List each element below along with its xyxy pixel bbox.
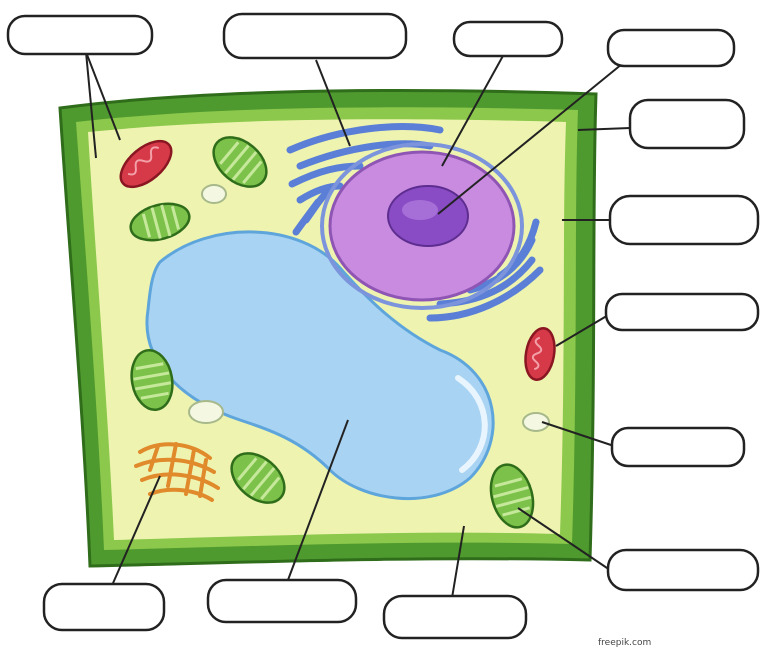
label-box-2[interactable]: [224, 14, 406, 58]
vesicle-2: [189, 401, 223, 423]
label-box-12[interactable]: [384, 596, 526, 638]
label-box-3[interactable]: [454, 22, 562, 56]
nucleolus-highlight: [402, 200, 438, 220]
vesicle-1: [202, 185, 226, 203]
label-box-7[interactable]: [606, 294, 758, 330]
credit-text: freepik.com: [598, 638, 651, 648]
label-box-1[interactable]: [8, 16, 152, 54]
label-box-10[interactable]: [44, 584, 164, 630]
label-box-8[interactable]: [612, 428, 744, 466]
label-box-9[interactable]: [608, 550, 758, 590]
label-box-11[interactable]: [208, 580, 356, 622]
label-box-5[interactable]: [630, 100, 744, 148]
label-box-4[interactable]: [608, 30, 734, 66]
label-box-6[interactable]: [610, 196, 758, 244]
